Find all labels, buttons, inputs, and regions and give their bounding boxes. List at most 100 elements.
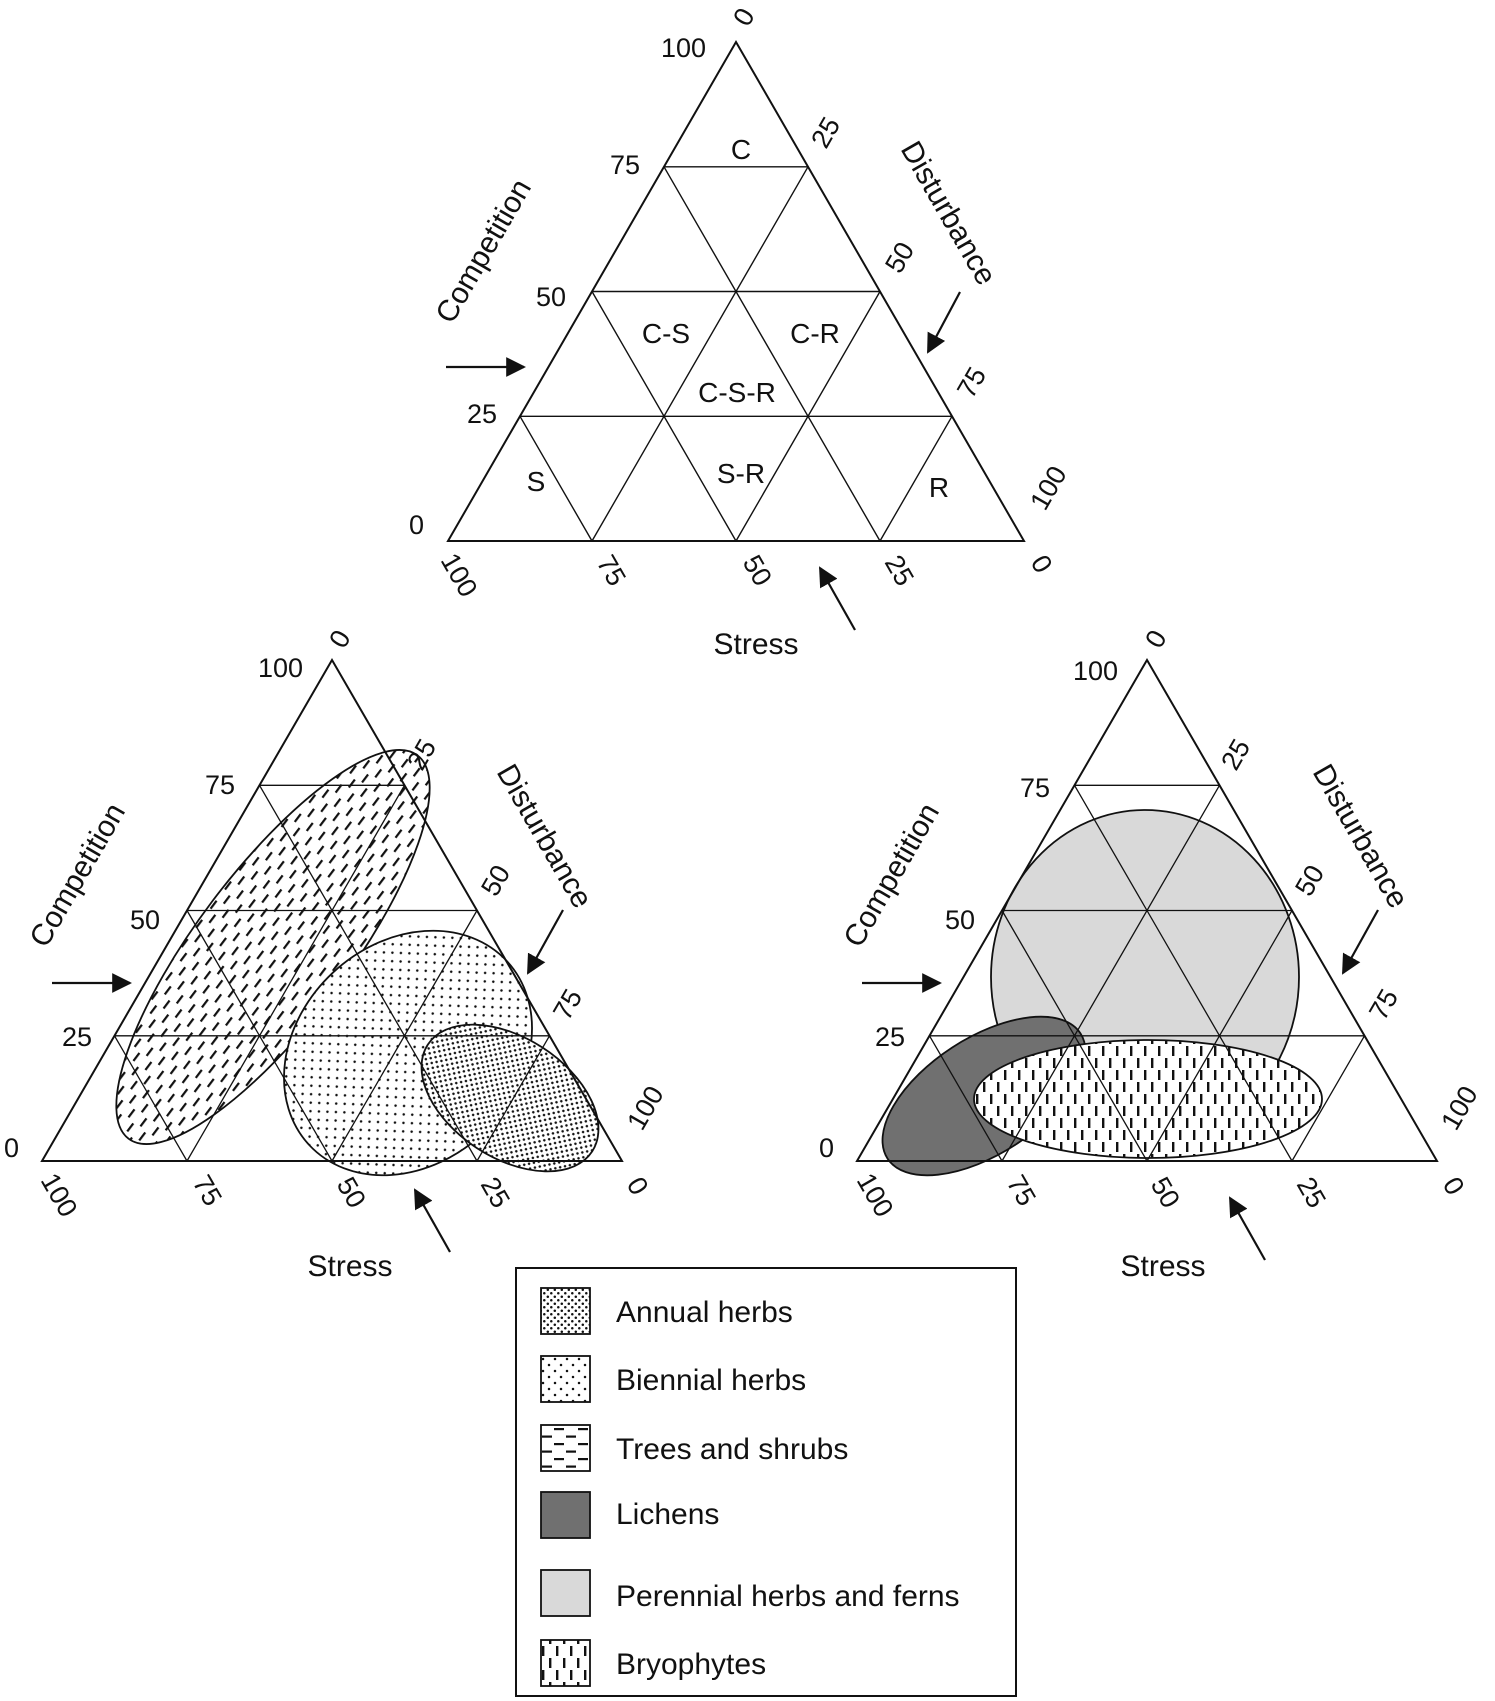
- axis-arrows: [862, 909, 1379, 1261]
- legend-item-biennial-herbs: Biennial herbs: [540, 1355, 806, 1403]
- disturbance-tick: 0: [323, 625, 356, 653]
- csr-diagram-plant-groups: 100 75 50 25 0 100 75 50 25 0 0 25 50 75…: [819, 625, 1484, 1283]
- stress-tick: 25: [879, 550, 920, 591]
- competition-tick: 0: [409, 510, 424, 540]
- disturbance-arrow: [927, 291, 961, 354]
- legend: Annual herbs Biennial herbs Trees and sh…: [515, 1267, 1017, 1697]
- disturbance-tick: 0: [727, 3, 760, 31]
- competition-tick: 0: [4, 1133, 19, 1163]
- stress-tick: 100: [435, 548, 484, 602]
- disturbance-tick: 25: [1215, 734, 1256, 775]
- stress-arrow: [1229, 1196, 1266, 1261]
- disturbance-tick: 25: [805, 112, 846, 153]
- competition-tick: 50: [945, 905, 975, 935]
- stress-tick: 75: [187, 1170, 228, 1211]
- axis-arrows: [446, 291, 961, 631]
- competition-tick-labels: 100 75 50 25 0: [819, 656, 1118, 1163]
- triangle-gridlines: [928, 784, 1366, 1162]
- competition-tick: 50: [130, 905, 160, 935]
- region-label-s: S: [527, 466, 546, 497]
- competition-tick: 0: [819, 1133, 834, 1163]
- disturbance-tick: 50: [879, 237, 920, 278]
- disturbance-tick: 100: [621, 1081, 670, 1135]
- region-label-c-s-r: C-S-R: [698, 377, 776, 408]
- stress-tick: 50: [737, 550, 778, 591]
- stress-tick: 0: [621, 1172, 654, 1200]
- disturbance-arrow: [527, 909, 564, 975]
- legend-label: Perennial herbs and ferns: [616, 1580, 960, 1613]
- stress-tick: 75: [591, 550, 632, 591]
- triangle-gridlines: [113, 784, 551, 1162]
- legend-label: Bryophytes: [616, 1648, 766, 1681]
- disturbance-tick: 100: [1024, 461, 1073, 515]
- competition-tick-labels: 100 75 50 25 0: [4, 653, 303, 1163]
- stress-tick: 100: [851, 1168, 900, 1222]
- legend-item-lichens: Lichens: [540, 1491, 719, 1539]
- stress-arrow: [414, 1188, 451, 1253]
- competition-tick: 100: [1073, 656, 1118, 686]
- competition-tick-labels: 100 75 50 25 0: [409, 33, 706, 540]
- legend-box: [515, 1267, 1017, 1697]
- region-label-s-r: S-R: [717, 458, 765, 489]
- stress-tick-labels: 100 75 50 25 0: [35, 1168, 654, 1222]
- stress-axis-title: Stress: [1120, 1250, 1205, 1283]
- legend-swatch-light-gray: [540, 1569, 591, 1617]
- stress-arrow: [819, 566, 856, 631]
- axis-arrows: [52, 909, 564, 1253]
- competition-tick: 100: [258, 653, 303, 683]
- legend-item-perennial-herbs-and-ferns: Perennial herbs and ferns: [540, 1569, 960, 1617]
- legend-swatch-dashes: [540, 1424, 591, 1472]
- region-label-c-s: C-S: [642, 318, 690, 349]
- stress-axis-title: Stress: [307, 1250, 392, 1283]
- csr-diagram-main: 100 75 50 25 0 100 75 50 25 0 0 25 50 75…: [409, 3, 1073, 661]
- region-label-r: R: [929, 472, 949, 503]
- legend-item-annual-herbs: Annual herbs: [540, 1287, 793, 1335]
- disturbance-axis-title: Disturbance: [1306, 759, 1415, 914]
- stress-tick: 75: [1001, 1170, 1042, 1211]
- competition-tick: 75: [1020, 773, 1050, 803]
- csr-diagram-growth-forms: 100 75 50 25 0 100 75 50 25 0 0 25 50 75…: [4, 625, 670, 1283]
- legend-swatch-dense-dots: [540, 1287, 591, 1335]
- region-label-c-r: C-R: [790, 318, 840, 349]
- stress-tick: 0: [1437, 1172, 1470, 1200]
- legend-label: Trees and shrubs: [616, 1433, 848, 1466]
- disturbance-tick-labels: 0 25 50 75 100: [727, 3, 1073, 515]
- competition-axis-title: Competition: [837, 798, 946, 953]
- disturbance-tick: 50: [475, 860, 516, 901]
- disturbance-tick: 75: [951, 362, 992, 403]
- stress-tick-labels: 100 75 50 25 0: [435, 548, 1058, 602]
- legend-item-bryophytes: Bryophytes: [540, 1639, 766, 1687]
- legend-label: Lichens: [616, 1498, 719, 1531]
- legend-label: Biennial herbs: [616, 1364, 806, 1397]
- stress-tick: 0: [1025, 550, 1058, 578]
- stress-tick: 100: [35, 1168, 84, 1222]
- region-label-c: C: [731, 134, 751, 165]
- disturbance-tick: 75: [1363, 984, 1404, 1025]
- bryophytes-region: [973, 1039, 1323, 1159]
- competition-tick: 75: [205, 770, 235, 800]
- stress-tick: 50: [1145, 1172, 1186, 1213]
- stress-tick-labels: 100 75 50 25 0: [851, 1168, 1470, 1222]
- legend-swatch-sparse-dots: [540, 1355, 591, 1403]
- competition-tick: 50: [536, 282, 566, 312]
- disturbance-arrow: [1342, 909, 1379, 975]
- competition-tick: 25: [62, 1022, 92, 1052]
- legend-label: Annual herbs: [616, 1296, 793, 1329]
- competition-tick: 100: [661, 33, 706, 63]
- competition-axis-title: Competition: [23, 798, 132, 953]
- disturbance-tick: 0: [1139, 625, 1172, 653]
- legend-item-trees-and-shrubs: Trees and shrubs: [540, 1424, 848, 1472]
- disturbance-tick: 100: [1435, 1081, 1484, 1135]
- legend-swatch-vertical-dashes: [540, 1639, 591, 1687]
- disturbance-tick: 75: [547, 984, 588, 1025]
- triangle-gridlines: [519, 166, 953, 542]
- stress-tick: 25: [1291, 1172, 1332, 1213]
- strategy-region-labels: C C-S C-R C-S-R S S-R R: [527, 134, 949, 503]
- legend-swatch-dark-gray: [540, 1491, 591, 1539]
- competition-tick: 25: [467, 399, 497, 429]
- stress-tick: 50: [331, 1172, 372, 1213]
- disturbance-tick: 50: [1289, 860, 1330, 901]
- stress-tick: 25: [475, 1172, 516, 1213]
- competition-tick: 25: [875, 1022, 905, 1052]
